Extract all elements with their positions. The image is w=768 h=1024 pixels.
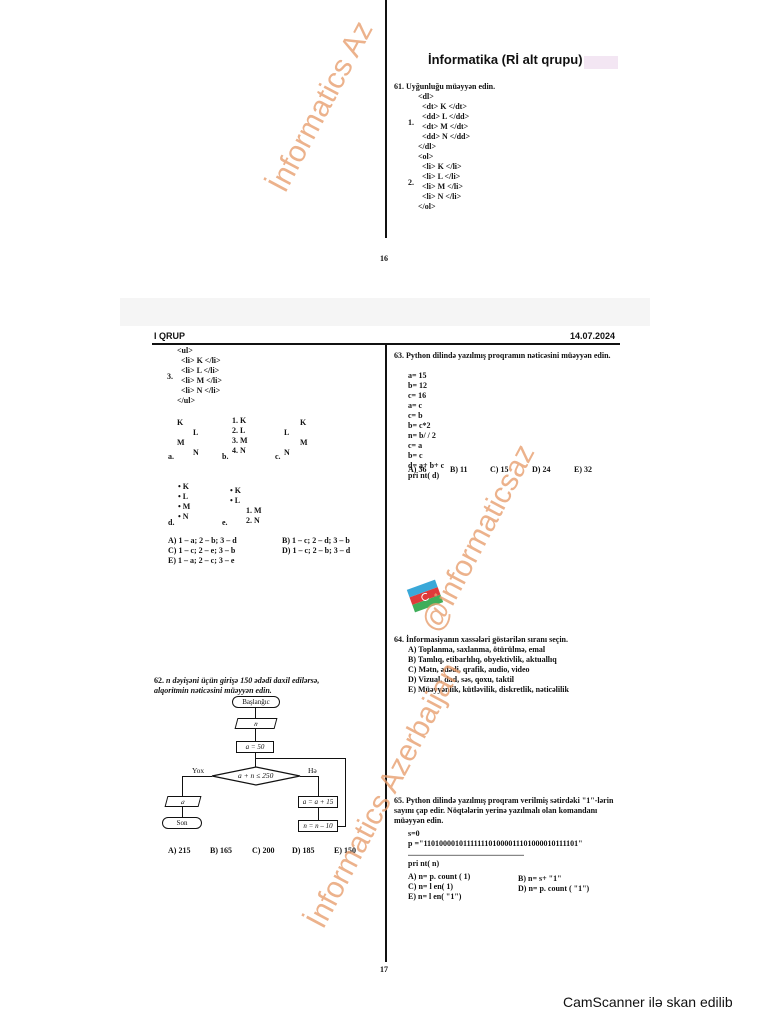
q61-answer-b[interactable]: B) 1 – c; 2 – d; 3 – b <box>282 536 350 545</box>
q61-answer-e[interactable]: E) 1 – a; 2 – c; 3 – e <box>168 556 235 565</box>
q65-answer-d[interactable]: D) n= p. count ( "1") <box>518 884 590 893</box>
option-e-render: • K • L 1. M 2. N <box>230 486 262 525</box>
flow-loop-arrow <box>345 758 347 827</box>
page-number: 16 <box>380 254 388 263</box>
flow-condition-text: a + n ≤ 250 <box>238 771 274 780</box>
option-a-tag: a. <box>168 452 174 461</box>
page-number: 17 <box>380 965 388 974</box>
list3-number: 3. <box>167 372 173 381</box>
flow-arrow <box>182 776 184 796</box>
q64-answer-d[interactable]: D) Vizual, dad, səs, qoxu, taktil <box>408 675 515 684</box>
option-a-render: K L M N <box>177 418 199 457</box>
q65-answer-c[interactable]: C) n= l en( 1) <box>408 882 453 891</box>
option-d-tag: d. <box>168 518 175 527</box>
q63-answer-d[interactable]: D) 24 <box>532 465 551 474</box>
q64-answers: A) Toplanma, saxlanma, ötürülmə, emal B)… <box>408 645 569 695</box>
option-d-render: • K • L • M • N <box>178 482 191 521</box>
flow-end: Son <box>162 817 202 829</box>
list3-code: <ul> <li> K </li> <li> L </li> <li> M </… <box>177 346 222 405</box>
scanner-footer: CamScanner ilə skan edilib <box>563 994 733 1010</box>
flow-loop-arrow <box>256 758 346 760</box>
group-label: I QRUP <box>154 331 186 341</box>
q61-answer-d[interactable]: D) 1 – c; 2 – b; 3 – d <box>282 546 351 555</box>
flow-input: n <box>234 718 278 729</box>
header-rule <box>152 343 620 345</box>
option-b-render: 1. K 2. L 3. M 4. N <box>232 416 248 455</box>
q61-answer-a[interactable]: A) 1 – a; 2 – b; 3 – d <box>168 536 237 545</box>
column-divider <box>385 344 387 962</box>
q63-answer-a[interactable]: A) 36 <box>408 465 427 474</box>
flow-start: Başlanğıc <box>232 696 280 708</box>
question-61: 61. Uyğunluğu müəyyən edin. <box>394 82 496 91</box>
option-c-render: K L M N <box>284 418 308 457</box>
flow-arrow <box>318 776 320 796</box>
option-e-tag: e. <box>222 518 228 527</box>
q63-answer-b[interactable]: B) 11 <box>450 465 468 474</box>
flow-arrow <box>182 776 212 778</box>
flow-step2: n = n – 10 <box>298 820 338 832</box>
page-16: İnformatika (Rİ alt qrupu) 61. Uyğunluğu… <box>122 0 647 298</box>
flow-assign: a = 50 <box>236 741 274 753</box>
page-17: I QRUP 14.07.2024 3. <ul> <li> K </li> <… <box>122 326 647 990</box>
flow-step1: a = a + 15 <box>298 796 338 808</box>
q65-code: s=0 p ="11010000101111111010000111010000… <box>408 829 583 868</box>
flow-arrow <box>300 776 318 778</box>
flow-arrow <box>255 753 257 768</box>
flow-arrow <box>255 708 257 718</box>
list1-code: <dl> <dt> K </dt> <dd> L </dd> <dt> M </… <box>418 92 471 151</box>
q65-answer-b[interactable]: B) n= s+ "1" <box>518 874 562 883</box>
q62-answer-d[interactable]: D) 185 <box>292 846 315 855</box>
page-title: İnformatika (Rİ alt qrupu) <box>428 52 583 67</box>
q65-answer-e[interactable]: E) n= l en( "1") <box>408 892 462 901</box>
column-divider <box>385 0 387 238</box>
title-highlight <box>584 56 618 69</box>
q64-answer-e[interactable]: E) Müəyyənlik, kütləvilik, diskretlik, n… <box>408 685 569 694</box>
flow-loop-arrow <box>338 826 346 828</box>
flow-output: a <box>164 796 202 807</box>
q61-answer-c[interactable]: C) 1 – c; 2 – e; 3 – b <box>168 546 236 555</box>
q65-answer-a[interactable]: A) n= p. count ( 1) <box>408 872 471 881</box>
q62-answer-a[interactable]: A) 215 <box>168 846 191 855</box>
page-gap <box>120 298 650 326</box>
q62-answer-e[interactable]: E) 150 <box>334 846 356 855</box>
flow-arrow <box>182 807 184 817</box>
option-b-tag: b. <box>222 452 229 461</box>
flow-no-label: Yox <box>192 766 205 775</box>
q64-answer-b[interactable]: B) Tamlıq, etibarlılıq, obyektivlik, akt… <box>408 655 557 664</box>
q64-answer-c[interactable]: C) Mətn, ədədi, qrafik, audio, video <box>408 665 530 674</box>
flow-arrow <box>318 808 320 820</box>
flow-arrow <box>255 729 257 741</box>
question-63: 63. Python dilində yazılmış proqramın nə… <box>394 351 611 360</box>
question-62: 62. n dəyişəni üçün girişə 150 ədədi dax… <box>154 676 320 695</box>
option-c-tag: c. <box>275 452 281 461</box>
list2-number: 2. <box>408 178 414 187</box>
q63-answer-e[interactable]: E) 32 <box>574 465 592 474</box>
question-65: 65. Python dilində yazılmış proqram veri… <box>394 796 614 825</box>
list2-code: <ol> <li> K </li> <li> L </li> <li> M </… <box>418 152 463 211</box>
exam-date: 14.07.2024 <box>570 331 616 341</box>
q62-answer-c[interactable]: C) 200 <box>252 846 275 855</box>
q62-answer-b[interactable]: B) 165 <box>210 846 232 855</box>
flow-yes-label: Hə <box>308 766 317 775</box>
question-64: 64. İnformasiyanın xassələri göstərilən … <box>394 635 568 644</box>
q63-answer-c[interactable]: C) 15 <box>490 465 509 474</box>
list1-number: 1. <box>408 118 414 127</box>
q63-code: a= 15 b= 12 c= 16 a= c c= b b= c*2 n= b/… <box>408 371 445 480</box>
q64-answer-a[interactable]: A) Toplanma, saxlanma, ötürülmə, emal <box>408 645 546 654</box>
